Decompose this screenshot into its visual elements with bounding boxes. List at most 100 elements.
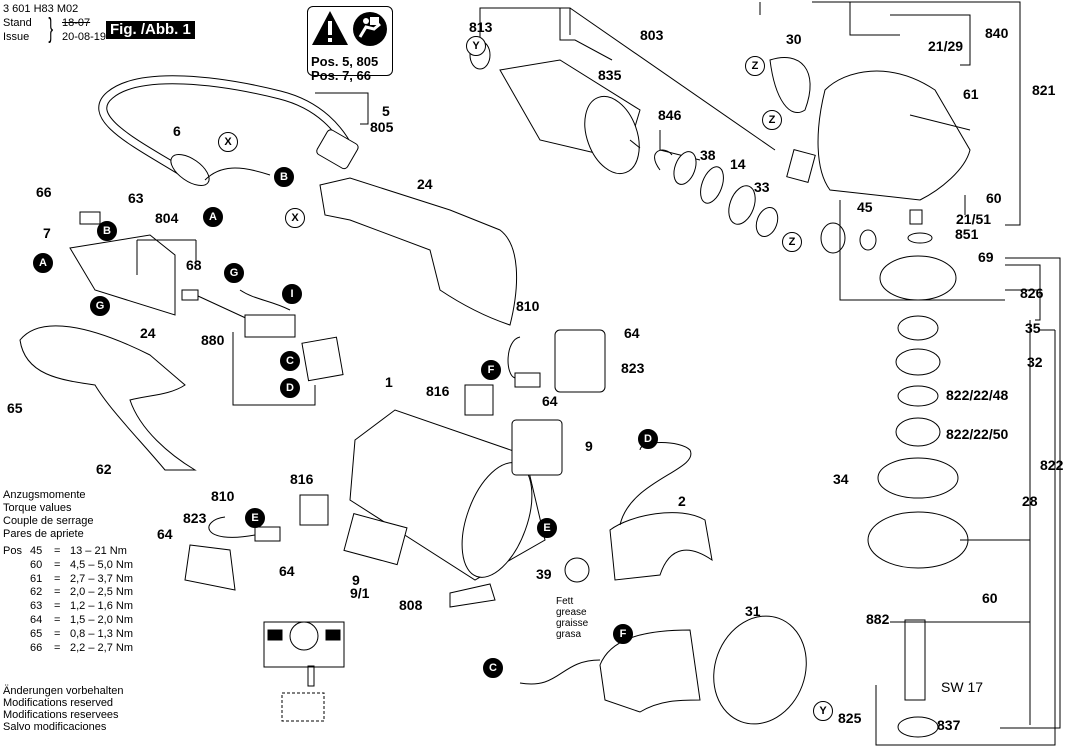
part-label: 851 (955, 226, 979, 242)
part-label: 68 (186, 257, 202, 273)
connector-marker-e-icon: E (537, 518, 557, 538)
torque-eq: = (54, 641, 61, 654)
part-label: 822/22/48 (946, 387, 1009, 403)
part-label: 822 (1040, 457, 1064, 473)
part-label: 24 (140, 325, 156, 341)
part-label: 7 (43, 225, 51, 241)
part-label: 846 (658, 107, 682, 123)
part-label: 64 (157, 526, 173, 542)
part-label: 822/22/50 (946, 426, 1009, 442)
part-label: 60 (982, 590, 998, 606)
torque-value: 0,8 – 1,3 Nm (70, 627, 133, 640)
part-label: 823 (621, 360, 645, 376)
part-label: 66 (36, 184, 52, 200)
brush-holder-illustration (184, 329, 606, 591)
connector-marker-b-icon: B (274, 167, 294, 187)
connector-marker-g-icon: G (224, 263, 244, 283)
safety-warning-box (307, 6, 393, 76)
part-label: 825 (838, 710, 862, 726)
part-label: 21/51 (956, 211, 992, 227)
part-label: 2 (678, 493, 686, 509)
wiring-schematic (263, 621, 345, 722)
issue-date: 20-08-19 (62, 31, 107, 43)
torque-eq: = (54, 586, 61, 599)
warning-triangle-icon (312, 11, 348, 45)
part-label: 880 (201, 332, 225, 348)
torque-value: 1,5 – 2,0 Nm (70, 614, 133, 626)
torque-value: 4,5 – 5,0 Nm (70, 558, 133, 571)
part-label: 45 (857, 199, 873, 215)
part-label: 14 (730, 156, 746, 172)
connector-marker-g-icon: G (90, 296, 110, 316)
modifications-de: Änderungen vorbehalten (3, 685, 124, 697)
part-label: 813 (469, 19, 493, 35)
part-label: 803 (640, 27, 664, 43)
torque-title-fr: Couple de serrage (3, 515, 94, 527)
torque-pos-label: Pos (3, 545, 22, 557)
warning-positions-line2: Pos. 7, 66 (311, 68, 371, 83)
part-label: 9/1 (350, 585, 370, 601)
part-label: 805 (370, 119, 394, 135)
part-label: 810 (211, 488, 235, 504)
read-manual-icon (353, 12, 387, 46)
torque-value: 1,2 – 1,6 Nm (70, 600, 133, 613)
torque-pos: 60 (30, 558, 43, 571)
part-label: 69 (978, 249, 994, 265)
power-cord-illustration (98, 75, 359, 187)
part-label: 64 (542, 393, 558, 409)
part-label: 60 (986, 190, 1002, 206)
part-label: 64 (279, 563, 295, 579)
connector-marker-z-icon: Z (782, 232, 802, 252)
part-label: 63 (128, 190, 144, 206)
connector-marker-f-icon: F (613, 624, 633, 644)
connector-marker-c-icon: C (280, 351, 300, 371)
gearbox-stack-illustration (867, 255, 1061, 746)
torque-eq: = (54, 545, 61, 557)
switch-assembly-illustration (69, 211, 344, 406)
torque-eq: = (54, 600, 61, 613)
connector-marker-c-icon: C (483, 658, 503, 678)
brace-icon: } (48, 12, 54, 43)
part-label: 38 (700, 147, 716, 163)
part-label: 1 (385, 374, 393, 390)
armature-illustration (469, 7, 776, 175)
torque-pos: 62 (30, 586, 43, 599)
part-label: 826 (1020, 285, 1044, 301)
part-label: 9 (585, 438, 593, 454)
grease-en: grease (556, 607, 587, 618)
part-label: 24 (417, 176, 433, 192)
torque-pos: 45 (30, 545, 43, 557)
part-label: 33 (754, 179, 770, 195)
torque-pos: 63 (30, 600, 43, 613)
torque-title-de: Anzugsmomente (3, 489, 86, 501)
torque-pos: 65 (30, 627, 43, 640)
torque-eq: = (54, 614, 61, 626)
part-label: 34 (833, 471, 849, 487)
part-label: 39 (536, 566, 552, 582)
part-label: 821 (1032, 82, 1056, 98)
part-label: 840 (985, 25, 1009, 41)
figure-label: Fig. /Abb. 1 (106, 21, 195, 39)
torque-title-en: Torque values (3, 502, 72, 514)
torque-eq: = (54, 558, 61, 571)
issue-label: Issue (3, 31, 30, 43)
grease-de: Fett (556, 596, 574, 607)
part-label: 804 (155, 210, 179, 226)
connector-marker-a-icon: A (203, 207, 223, 227)
part-label: 808 (399, 597, 423, 613)
part-label: 65 (7, 400, 23, 416)
part-label: 816 (426, 383, 450, 399)
connector-marker-i-icon: I (282, 284, 302, 304)
torque-value: 2,0 – 2,5 Nm (70, 586, 133, 599)
stand-label: Stand (3, 17, 32, 29)
warning-icons (312, 11, 387, 46)
handle-cover-illustration (319, 177, 517, 326)
part-label: 835 (598, 67, 622, 83)
connector-marker-z-icon: Z (762, 110, 782, 130)
connector-marker-d-icon: D (280, 378, 300, 398)
modifications-es: Salvo modificaciones (3, 721, 107, 733)
torque-title-es: Pares de apriete (3, 528, 84, 540)
part-label: 816 (290, 471, 314, 487)
connector-marker-a-icon: A (33, 253, 53, 273)
